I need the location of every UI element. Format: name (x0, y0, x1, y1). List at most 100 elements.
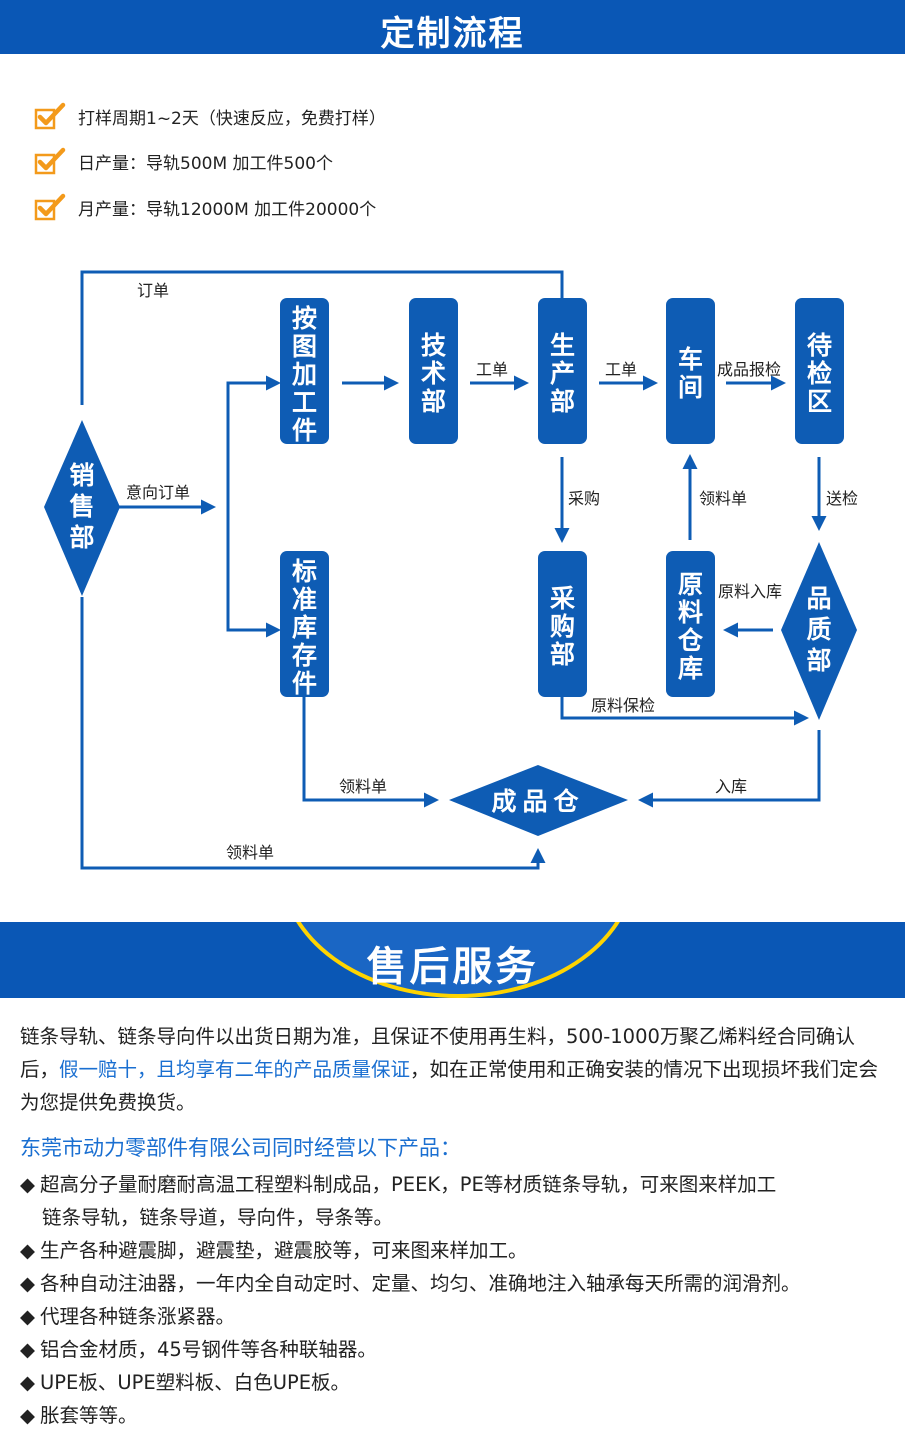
list-item-text: UPE板、UPE塑料板、白色UPE板。 (40, 1371, 351, 1394)
edge-label: 工单 (605, 360, 637, 379)
node-label: 间 (678, 373, 703, 402)
node-label: 品 (806, 584, 831, 613)
product-list: ◆超高分子量耐磨耐高温工程塑料制成品，PEEK，PE等材质链条导轨，可来图来样加… (20, 1168, 900, 1432)
bullet-diamond-icon: ◆ (20, 1272, 35, 1295)
node-finished-goods-store: 成品仓 (449, 765, 628, 836)
edge-requisition-2 (302, 695, 439, 808)
bullet-diamond-icon: ◆ (20, 1239, 35, 1262)
edge-label: 采购 (568, 489, 600, 508)
node-label: 待 (807, 331, 832, 360)
edge-label: 入库 (715, 777, 747, 796)
bullet-diamond-icon: ◆ (20, 1173, 35, 1196)
node-label: 采 (550, 584, 575, 613)
node-inspection-area: 待 检 区 (795, 298, 844, 444)
node-label: 部 (806, 646, 831, 675)
node-label: 准 (292, 585, 317, 614)
page-title: 定制流程 (380, 14, 525, 54)
company-products-heading: 东莞市动力零部件有限公司同时经营以下产品： (20, 1136, 461, 1160)
node-label: 库 (292, 613, 317, 642)
node-label: 件 (292, 669, 317, 698)
edge-label: 意向订单 (126, 483, 190, 502)
list-item: ◆超高分子量耐磨耐高温工程塑料制成品，PEEK，PE等材质链条导轨，可来图来样加… (20, 1168, 900, 1201)
node-label: 部 (69, 523, 94, 552)
after-sales-title: 售后服务 (366, 944, 539, 990)
node-label: 料 (678, 598, 703, 627)
node-purchasing-dept: 采 购 部 (538, 551, 587, 697)
edge-label: 原料入库 (718, 582, 782, 601)
checkmark-icon (34, 102, 66, 130)
node-quality-dept: 品 质 部 (781, 542, 857, 720)
edge-label: 工单 (476, 360, 508, 379)
header-bar (0, 0, 905, 54)
list-item: ◆各种自动注油器，一年内全自动定时、定量、均匀、准确地注入轴承每天所需的润滑剂。 (20, 1267, 900, 1300)
checklist-text: 月产量：导轨12000M 加工件20000个 (78, 199, 377, 220)
list-item-text: 铝合金材质，45号钢件等各种联轴器。 (40, 1338, 377, 1361)
edge-label: 成品报检 (717, 360, 781, 379)
paragraph-text: ，如在正常使用和正确安装的情况下出现损坏我们定会为您提供免费换货。 (20, 1058, 879, 1114)
bullet-diamond-icon: ◆ (20, 1404, 35, 1427)
node-label: 图 (292, 332, 317, 361)
node-label: 车 (678, 345, 703, 374)
node-label: 质 (806, 615, 831, 644)
bullet-diamond-icon: ◆ (20, 1305, 35, 1328)
warranty-highlight: 假一赔十，且均享有二年的产品质量保证 (59, 1058, 411, 1081)
checklist-text: 打样周期1~2天（快速反应，免费打样） (78, 108, 386, 129)
edge-label: 送检 (826, 489, 858, 508)
node-label: 术 (421, 359, 446, 388)
node-production-dept: 生 产 部 (538, 298, 587, 444)
edge-warehousing (638, 730, 821, 808)
node-label: 加 (291, 360, 317, 389)
bullet-diamond-icon: ◆ (20, 1371, 35, 1394)
list-item-text: 代理各种链条涨紧器。 (40, 1305, 236, 1328)
checkmark-icon (34, 147, 66, 175)
bullet-diamond-icon: ◆ (20, 1338, 35, 1361)
node-label: 成品仓 (491, 787, 584, 816)
checklist-item: 日产量：导轨500M 加工件500个 (34, 146, 333, 176)
checkmark-icon (34, 193, 66, 221)
paragraph-text: 链条导轨、链条导向件以出货日期为准，且保证不使用再生料，500-1000万聚乙烯… (20, 1025, 855, 1081)
node-label: 存 (292, 641, 317, 670)
checklist-text: 日产量：导轨500M 加工件500个 (78, 153, 333, 174)
process-flowchart: 销 售 部 按 图 加 工 件 技 术 部 生 产 部 车 间 待 检 区 标 … (44, 270, 858, 870)
list-item: ◆胀套等等。 (20, 1399, 900, 1432)
list-item-text: 生产各种避震脚，避震垫，避震胶等，可来图来样加工。 (40, 1239, 528, 1262)
node-label: 部 (550, 640, 575, 669)
node-label: 技 (421, 331, 446, 360)
edge-label: 原料保检 (591, 696, 655, 715)
node-label: 原 (678, 570, 703, 599)
list-item-text: 超高分子量耐磨耐高温工程塑料制成品，PEEK，PE等材质链条导轨，可来图来样加工 (40, 1173, 777, 1196)
node-standard-stock: 标 准 库 存 件 (280, 551, 329, 698)
node-label: 检 (807, 359, 832, 388)
edge-to-drawing (226, 375, 281, 507)
list-item-text: 胀套等等。 (40, 1404, 138, 1427)
node-label: 售 (69, 492, 94, 521)
list-item-text: 各种自动注油器，一年内全自动定时、定量、均匀、准确地注入轴承每天所需的润滑剂。 (40, 1272, 801, 1295)
list-item: ◆代理各种链条涨紧器。 (20, 1300, 900, 1333)
node-label: 按 (292, 304, 317, 333)
edge-label: 订单 (137, 281, 169, 300)
node-label: 件 (292, 416, 317, 445)
node-label: 库 (678, 654, 703, 683)
node-label: 标 (292, 557, 317, 586)
checklist-item: 打样周期1~2天（快速反应，免费打样） (34, 101, 386, 131)
node-sales: 销 售 部 (44, 420, 120, 596)
node-label: 销 (69, 461, 94, 490)
node-label: 购 (550, 612, 575, 641)
node-label: 区 (807, 387, 832, 416)
list-item-text: 链条导轨，链条导道，导向件，导条等。 (42, 1206, 394, 1229)
node-label: 部 (550, 387, 575, 416)
edge-label: 领料单 (339, 777, 387, 796)
node-tech-dept: 技 术 部 (409, 298, 458, 444)
node-raw-material-store: 原 料 仓 库 (666, 551, 715, 697)
after-sales-banner (0, 922, 905, 998)
edge-to-stock (226, 507, 281, 638)
node-workshop: 车 间 (666, 298, 715, 444)
node-label: 工 (292, 388, 317, 417)
list-item: 链条导轨，链条导道，导向件，导条等。 (20, 1201, 900, 1234)
edge-requisition-3 (80, 597, 546, 870)
checklist-item: 月产量：导轨12000M 加工件20000个 (34, 192, 376, 222)
list-item: ◆UPE板、UPE塑料板、白色UPE板。 (20, 1366, 900, 1399)
edge-label: 领料单 (699, 489, 747, 508)
edge-raw-inspect (560, 695, 809, 726)
edge-order (80, 270, 564, 405)
